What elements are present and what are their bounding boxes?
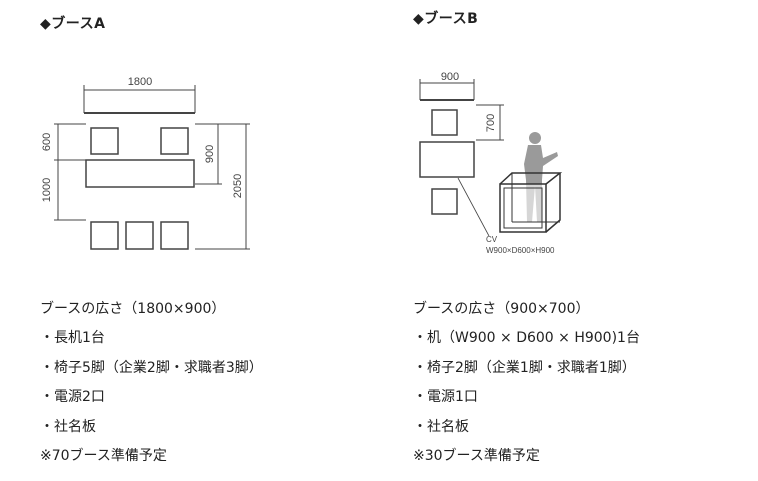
booth-a-item: ・長机1台 [40,330,105,347]
booth-a-item: ・社名板 [40,418,96,435]
booth-a-chair-depth-label: 600 [41,133,53,151]
booth-b-item: ・机（W900 × D600 × H900)1台 [413,330,640,347]
booth-b-item: ・電源1口 [413,389,478,406]
booth-b-counter-label: CV [486,235,498,244]
booth-a-width-label: 1800 [128,76,152,88]
booth-b-size: ブースの広さ（900×700） [413,301,590,317]
booth-b-note: ※30ブース準備予定 [413,448,540,465]
booth-a-total-depth-label: 2050 [232,174,244,198]
booth-b-counter [499,172,563,233]
booth-b-plan [419,79,504,237]
booth-b-width-label: 900 [441,71,459,83]
booth-a-plan [54,85,250,250]
booth-b-desk [419,141,475,178]
booth-a-size: ブースの広さ（1800×900） [40,301,226,317]
booth-a-item: ・電源2口 [40,389,105,406]
booth-b-item: ・社名板 [413,418,469,435]
floor-plan-diagrams: 1800 600 1000 900 2050 900 700 [41,71,563,255]
booth-a-item: ・椅子5脚（企業2脚・求職者3脚） [40,359,263,376]
booth-a-chair [90,221,119,250]
booth-a-desk-depth-label: 900 [204,145,216,163]
booth-a-details: ブースの広さ（1800×900） ・長机1台 ・椅子5脚（企業2脚・求職者3脚）… [40,295,263,471]
booth-b-chair [431,188,458,215]
booth-a-gap-label: 1000 [41,178,53,202]
booth-b-title: ◆ブースB [413,11,479,27]
booth-a-chair [160,127,189,155]
booth-a-chair [90,127,119,155]
booth-a-title: ◆ブースA [40,16,106,32]
booth-b-depth-label: 700 [485,114,497,132]
booth-a-note: ※70ブース準備予定 [40,448,167,465]
booth-b-counter-size: W900×D600×H900 [486,246,555,255]
booth-b-details: ブースの広さ（900×700） ・机（W900 × D600 × H900)1台… [413,295,640,471]
booth-a-chair [125,221,154,250]
booth-b-item: ・椅子2脚（企業1脚・求職者1脚） [413,359,636,376]
booth-a-table [85,159,195,188]
booth-a-chair [160,221,189,250]
booth-b-chair [431,109,458,136]
